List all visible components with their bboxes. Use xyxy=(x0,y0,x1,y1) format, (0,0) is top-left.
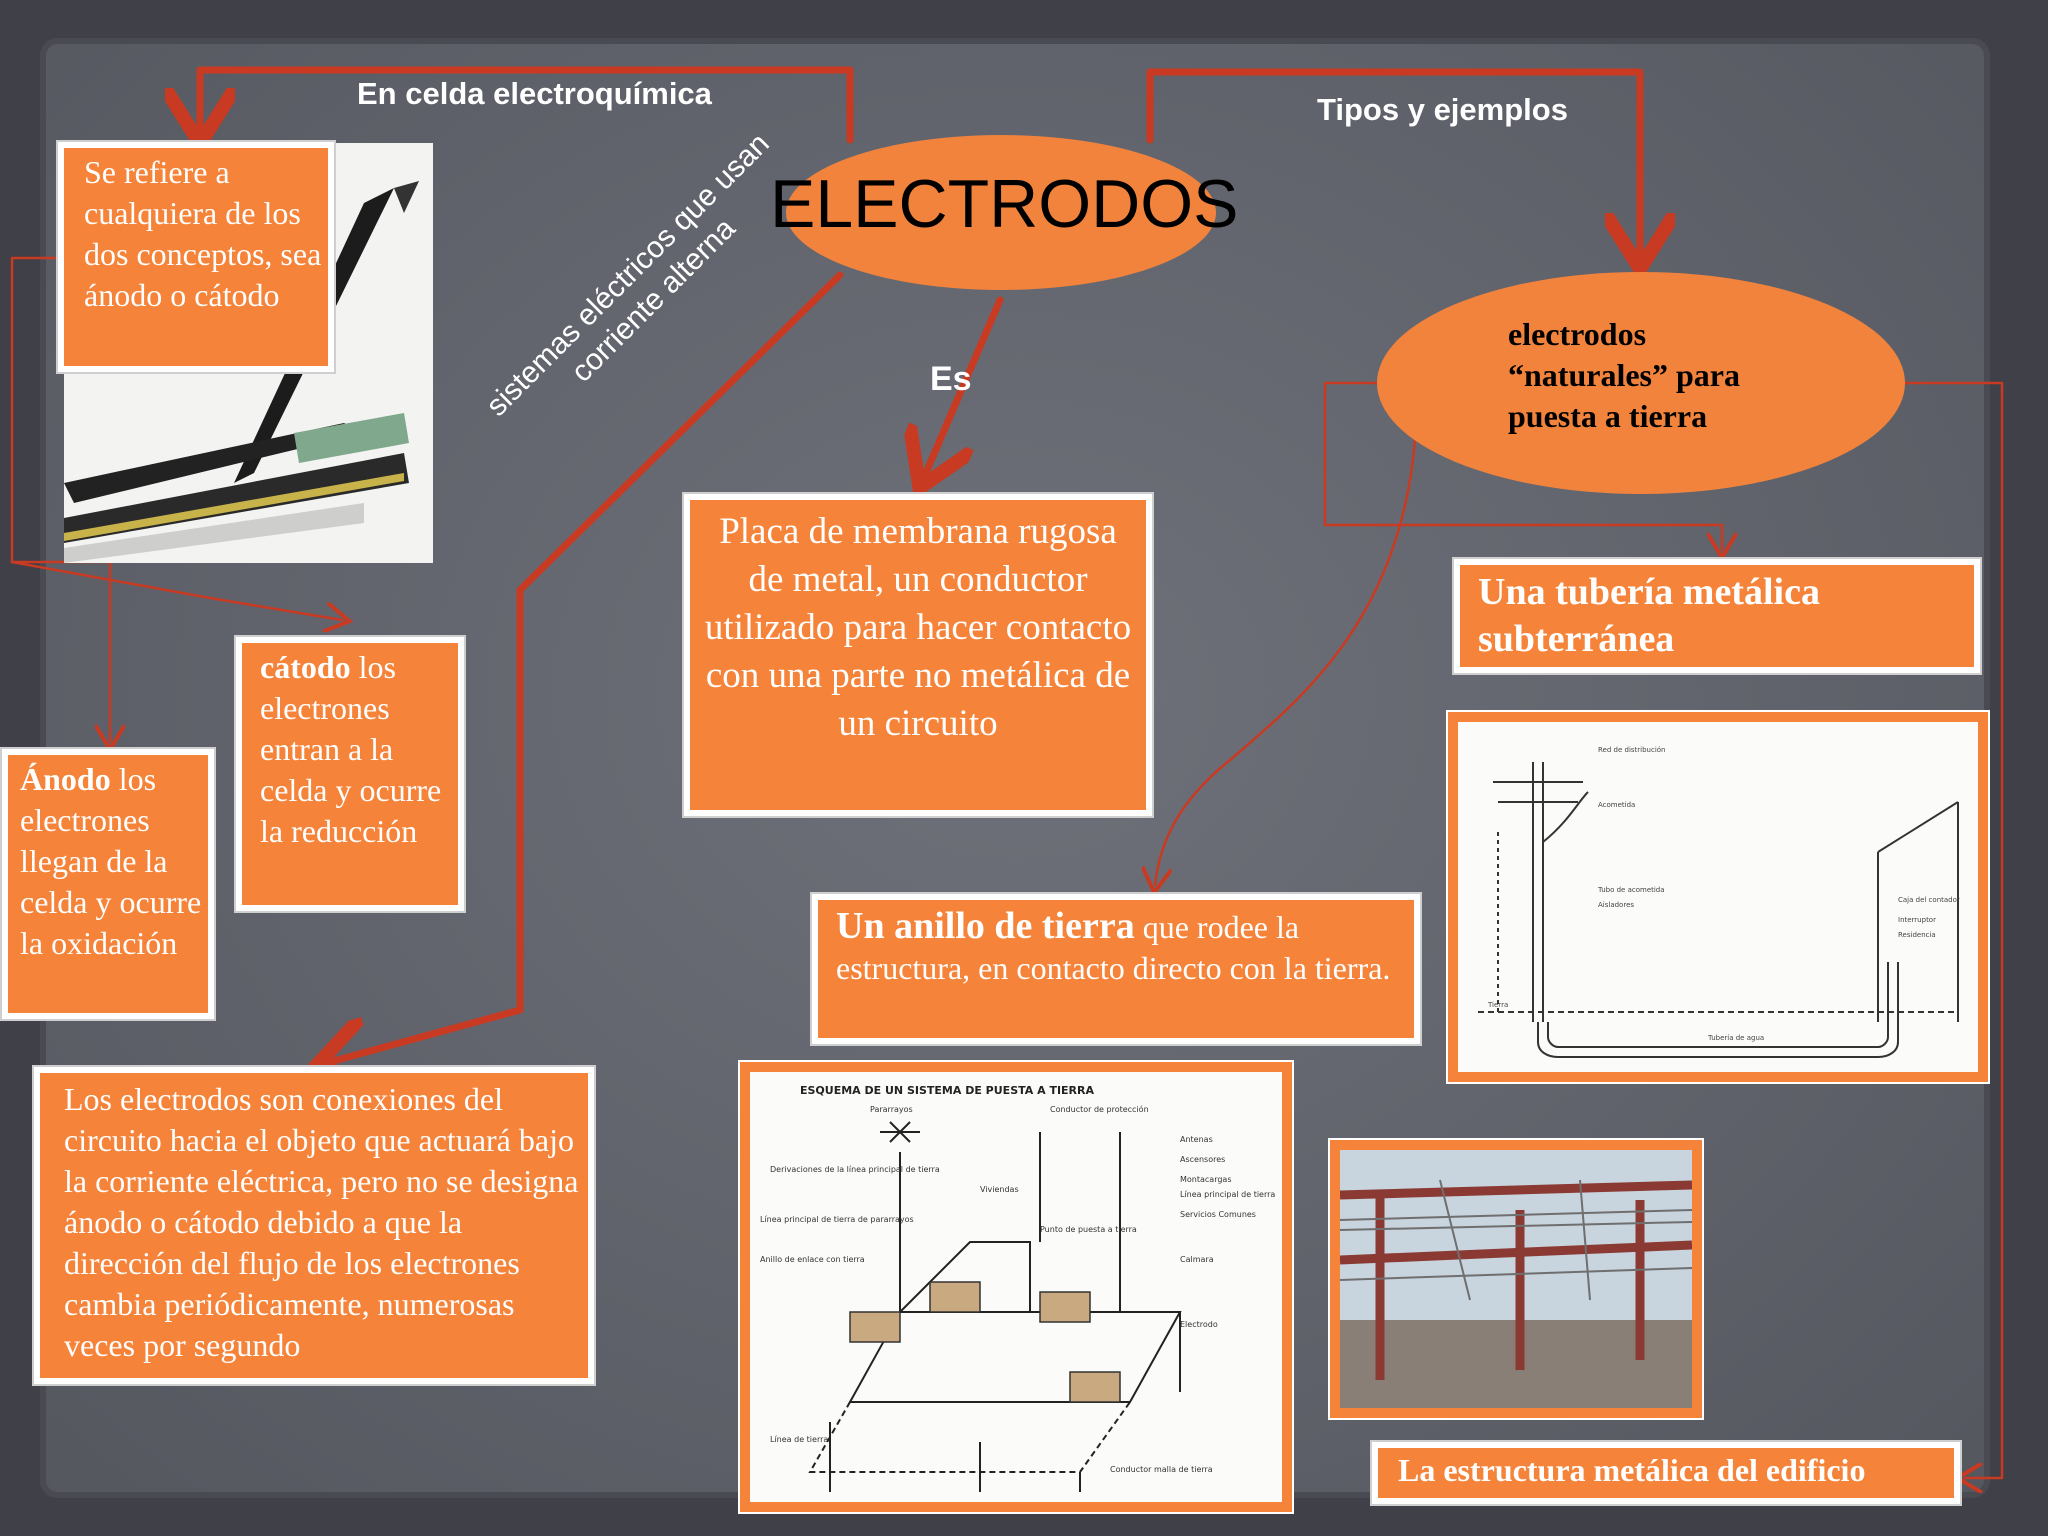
ac-explanation-box: Los electrodos son conexiones del circui… xyxy=(40,1073,588,1378)
schematic-label-malla: Conductor malla de tierra xyxy=(1110,1465,1213,1474)
anodo-term: Ánodo xyxy=(20,761,111,797)
tuberia-box: Una tubería metálica subterránea xyxy=(1460,565,1974,667)
arrow-right-top xyxy=(1146,68,1640,255)
pipe-ground-diagram: Red de distribución Acometida Tubo de ac… xyxy=(1448,712,1988,1082)
pipe-label-caja: Caja del contador xyxy=(1898,896,1960,904)
pipe-label-aisladores: Aisladores xyxy=(1598,901,1634,909)
schematic-label-pararrayos: Pararrayos xyxy=(870,1105,913,1114)
edge-label-electrochemical-cell: En celda electroquímica xyxy=(357,76,712,111)
schematic-label-montacargas: Montacargas xyxy=(1180,1175,1232,1184)
grounding-schematic-art: ESQUEMA DE UN SISTEMA DE PUESTA A TIERRA… xyxy=(760,1084,1275,1492)
pipe-label-tubo: Tubo de acometida xyxy=(1597,886,1665,894)
natural-electrodes-ellipse xyxy=(1377,272,1905,494)
pipe-label-acometida: Acometida xyxy=(1598,801,1635,809)
arrow-natural-tuberia xyxy=(1323,381,1722,550)
catodo-box: cátodo los electrones entran a la celda … xyxy=(242,643,458,905)
arrow-diagonal-ac xyxy=(330,271,844,1062)
arrow-center-es xyxy=(925,296,1004,475)
grounding-schematic: ESQUEMA DE UN SISTEMA DE PUESTA A TIERRA… xyxy=(740,1062,1292,1512)
schematic-title: ESQUEMA DE UN SISTEMA DE PUESTA A TIERRA xyxy=(800,1084,1095,1097)
pipe-label-tierra: Tierra xyxy=(1487,1001,1508,1009)
schematic-label-servicios: Servicios Comunes xyxy=(1180,1210,1256,1219)
catodo-description: los electrones entran a la celda y ocurr… xyxy=(260,649,442,849)
anodo-description: los electrones llegan de la celda y ocur… xyxy=(20,761,202,961)
arrow-definition-catodo xyxy=(10,560,342,620)
schematic-label-calmara: Calmara xyxy=(1180,1255,1214,1264)
edge-label-types-examples: Tipos y ejemplos xyxy=(1317,92,1568,127)
pipe-label-red: Red de distribución xyxy=(1598,746,1666,754)
schematic-label-punto: Punto de puesta a tierra xyxy=(1040,1225,1137,1234)
edge-label-es: Es xyxy=(930,360,972,398)
arrow-natural-anillo xyxy=(1155,438,1417,885)
anillo-term: Un anillo de tierra xyxy=(836,905,1135,947)
schematic-label-electrodo: Electrodo xyxy=(1180,1320,1218,1329)
arrow-left-top xyxy=(200,66,854,140)
schematic-label-ascensores: Ascensores xyxy=(1180,1155,1225,1164)
building-structure-photo xyxy=(1330,1140,1702,1418)
natural-electrodes-label: electrodos “naturales” para puesta a tie… xyxy=(1508,316,1740,434)
catodo-term: cátodo xyxy=(260,649,351,685)
schematic-label-viviendas: Viviendas xyxy=(980,1185,1019,1194)
schematic-label-anillo: Anillo de enlace con tierra xyxy=(760,1255,865,1264)
anillo-description: que rodee la estructura, en contacto dir… xyxy=(836,909,1391,986)
anodo-box: Ánodo los electrones llegan de la celda … xyxy=(8,755,208,1013)
definition-box: Se refiere a cualquiera de los dos conce… xyxy=(64,148,328,366)
building-structure-photo-art xyxy=(1340,1150,1692,1408)
pipe-label-interruptor: Interruptor xyxy=(1898,916,1936,924)
anillo-box: Un anillo de tierra que rodee la estruct… xyxy=(818,900,1414,1038)
pipe-label-agua: Tubería de agua xyxy=(1707,1034,1764,1042)
schematic-label-linea-principal: Línea principal de tierra xyxy=(1180,1190,1275,1199)
schematic-label-derivaciones: Derivaciones de la línea principal de ti… xyxy=(770,1165,940,1174)
page-title: ELECTRODOS xyxy=(770,166,1239,242)
pipe-label-residencia: Residencia xyxy=(1898,931,1936,939)
es-definition-box: Placa de membrana rugosa de metal, un co… xyxy=(690,500,1146,810)
schematic-label-antenas: Antenas xyxy=(1180,1135,1213,1144)
schematic-label-conductor: Conductor de protección xyxy=(1050,1104,1149,1114)
schematic-label-linea-tierra: Línea de tierra xyxy=(770,1435,828,1444)
schematic-label-linea-pararrayos: Línea principal de tierra de pararrayos xyxy=(760,1215,914,1224)
pipe-ground-diagram-art: Red de distribución Acometida Tubo de ac… xyxy=(1478,746,1960,1058)
title-ellipse xyxy=(786,135,1216,290)
estructura-box: La estructura metálica del edificio xyxy=(1378,1448,1954,1498)
arrow-natural-estructura xyxy=(1903,381,2004,1478)
